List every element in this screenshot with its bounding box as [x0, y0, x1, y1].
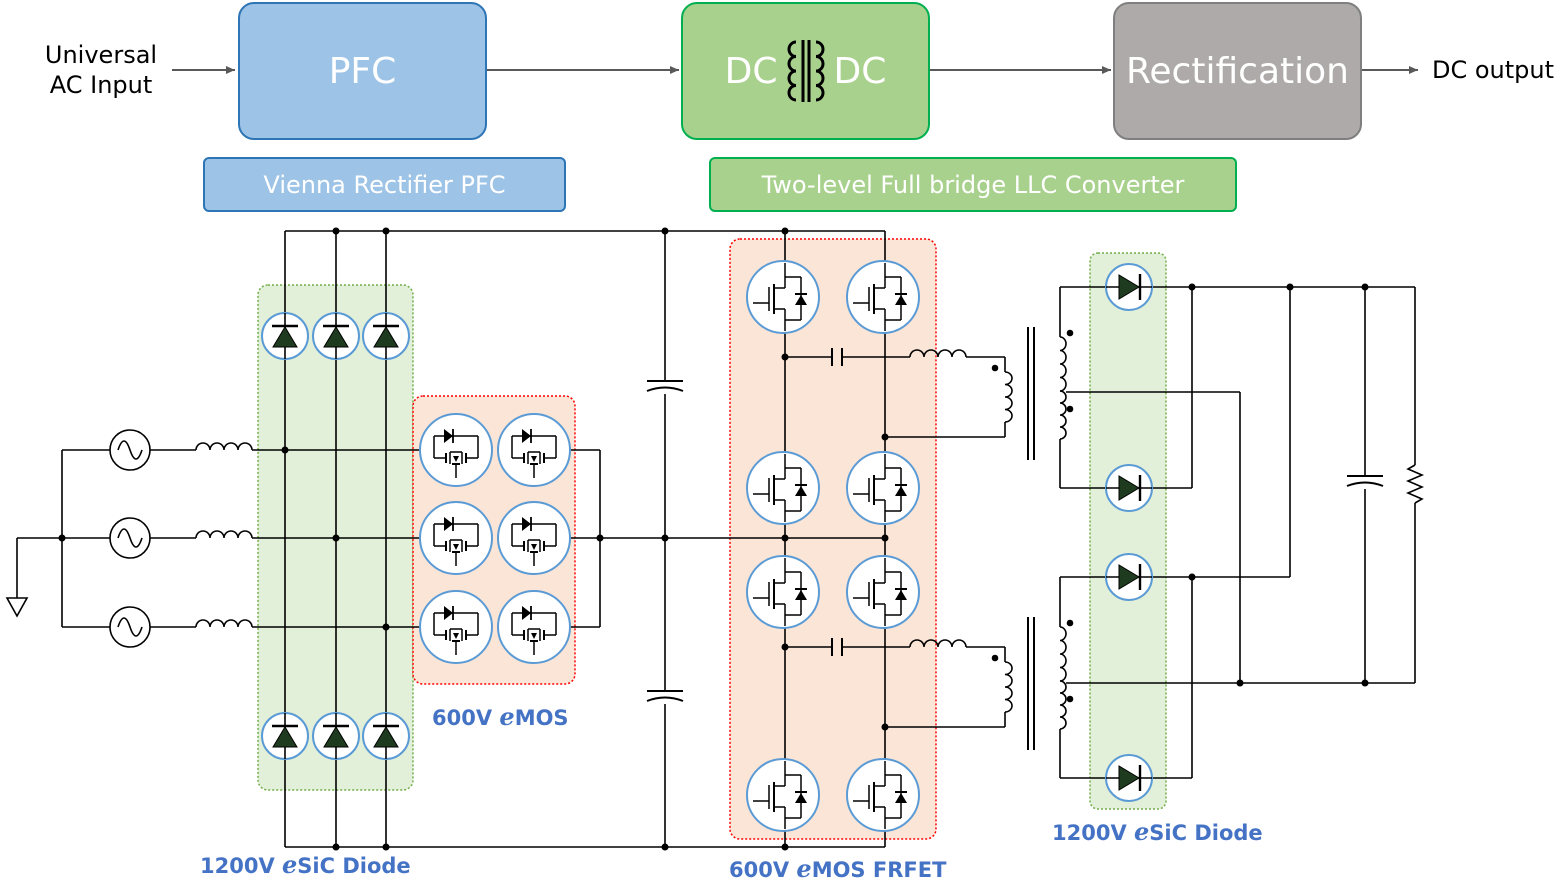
- ac-source-c: [109, 606, 151, 648]
- sic-left-type: SiC Diode: [297, 854, 411, 878]
- input-label: Universal AC Input: [36, 40, 166, 100]
- sic-right-voltage: 1200V: [1052, 821, 1127, 845]
- llc-converter-label: Two-level Full bridge LLC Converter: [709, 157, 1237, 212]
- sic-diode-bottom-a: [260, 711, 310, 761]
- frfet-2: [846, 260, 920, 334]
- resonant-capacitor-upper: [831, 348, 843, 366]
- sic-diode-top-a: [260, 311, 310, 361]
- dcdc-right-label: DC: [833, 50, 887, 92]
- sic-diode-right-label: 1200V eSiC Diode: [1052, 817, 1263, 846]
- emos-switch-3: [419, 501, 493, 575]
- sic-left-brand-e: e: [282, 850, 298, 879]
- emos-voltage: 600V: [432, 706, 493, 730]
- output-label: DC output: [1432, 56, 1555, 84]
- wires: [5, 230, 1425, 848]
- emos-label: 600V eMOS: [432, 702, 569, 731]
- emos-type: MOS: [514, 706, 569, 730]
- frfet-7: [746, 758, 820, 832]
- junctions: [58, 227, 1369, 851]
- sic-diode-left-label: 1200V eSiC Diode: [200, 850, 411, 879]
- pfc-block: PFC: [238, 2, 487, 140]
- output-capacitor: [1346, 475, 1384, 487]
- frfet-type: MOS FRFET: [811, 858, 947, 882]
- transformer-upper: [991, 329, 1074, 440]
- frfet-label: 600V eMOS FRFET: [729, 854, 946, 883]
- input-label-line2: AC Input: [49, 71, 153, 99]
- sic-diode-zone-right: [1089, 252, 1167, 810]
- frfet-5: [746, 555, 820, 629]
- llc-converter-label-text: Two-level Full bridge LLC Converter: [761, 170, 1185, 199]
- dc-bus-capacitor-bottom: [646, 690, 684, 702]
- sic-diode-top-c: [361, 311, 411, 361]
- input-inductor-c: [195, 619, 253, 628]
- frfet-zone: [729, 238, 937, 840]
- output-diode-1: [1104, 262, 1154, 312]
- transformer-lower: [991, 619, 1074, 730]
- pfc-block-label: PFC: [328, 50, 397, 92]
- output-diode-2: [1104, 463, 1154, 513]
- rectification-block: Rectification: [1113, 2, 1362, 140]
- vienna-pfc-label-text: Vienna Rectifier PFC: [263, 170, 506, 199]
- rectification-block-label: Rectification: [1126, 50, 1349, 92]
- output-diode-4: [1104, 753, 1154, 803]
- dcdc-block: DC DC: [681, 2, 930, 140]
- sic-diode-bottom-b: [311, 711, 361, 761]
- dc-bus-capacitor-top: [646, 380, 684, 392]
- input-inductor-a: [195, 442, 253, 451]
- emos-switch-6: [497, 590, 571, 664]
- sic-right-brand-e: e: [1134, 817, 1150, 846]
- frfet-brand-e: e: [796, 854, 812, 883]
- frfet-8: [846, 758, 920, 832]
- ac-source-a: [109, 429, 151, 471]
- emos-switch-1: [419, 413, 493, 487]
- sic-left-voltage: 1200V: [200, 854, 275, 878]
- transformer-icon: [787, 40, 824, 102]
- dcdc-left-label: DC: [724, 50, 778, 92]
- ac-source-b: [109, 517, 151, 559]
- frfet-voltage: 600V: [729, 858, 790, 882]
- emos-switch-4: [497, 501, 571, 575]
- input-label-line1: Universal: [44, 41, 158, 69]
- emos-switch-2: [497, 413, 571, 487]
- sic-diode-top-b: [311, 311, 361, 361]
- input-inductor-b: [195, 530, 253, 539]
- output-diode-3: [1104, 552, 1154, 602]
- sic-diode-bottom-c: [361, 711, 411, 761]
- vienna-pfc-label: Vienna Rectifier PFC: [203, 157, 566, 212]
- sic-right-type: SiC Diode: [1149, 821, 1263, 845]
- emos-brand-e: e: [499, 702, 515, 731]
- frfet-1: [746, 260, 820, 334]
- emos-switch-5: [419, 590, 493, 664]
- frfet-4: [846, 451, 920, 525]
- frfet-3: [746, 451, 820, 525]
- frfet-6: [846, 555, 920, 629]
- resonant-capacitor-lower: [831, 638, 843, 656]
